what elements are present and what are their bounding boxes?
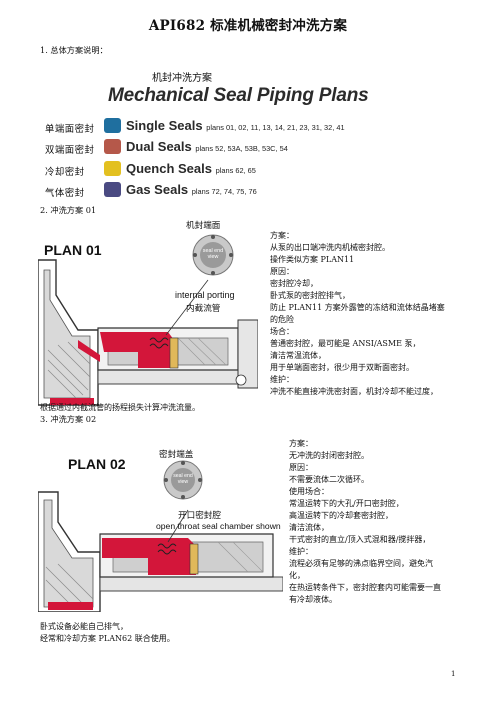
plan02-seal-end-view-badge: seal end view (173, 473, 193, 485)
single-seal-swatch (104, 118, 121, 133)
document-title: API682 标准机械密封冲洗方案 (148, 18, 348, 34)
text-line: 方案： (270, 231, 294, 240)
category-dual-seals: Dual Seals plans 52, 53A, 53B, 53C, 54 (126, 139, 288, 154)
category-cn-quench: 冷却密封 (45, 167, 85, 178)
text-line: 有冷却液体。 (289, 595, 337, 604)
plan01-footer-note: 根据通过内截流管的扬程损失计算冲洗流量。 (40, 403, 200, 412)
plan02-footer-line-2: 经常和冷却方案 PLAN62 联合使用。 (40, 634, 175, 643)
text-line: 方案： (289, 439, 313, 448)
section3-heading: 3. 冲洗方案 02 (40, 414, 97, 424)
category-cn-single: 单端面密封 (45, 124, 95, 135)
category-cn-dual: 双端面密封 (45, 145, 95, 156)
category-quench-seals: Quench Seals plans 62, 65 (126, 161, 256, 176)
plan01-seal-end-view-badge: seal end view (202, 248, 224, 260)
text-line: 高温运转下的冷却套密封腔， (289, 511, 393, 520)
plan01-diagram: PLAN 01 机封端面 seal end view internal port… (37, 220, 259, 415)
category-cn-gas: 气体密封 (45, 188, 85, 199)
text-line: 从泵的出口端冲洗内机械密封腔。 (270, 243, 390, 252)
text-line: 维护： (270, 375, 294, 384)
text-line: 原因： (289, 463, 313, 472)
text-line: 卧式泵的密封腔排气， (270, 291, 350, 300)
text-line: 在热运转条件下，密封腔套内可能需要一直 (289, 583, 441, 592)
banner-english-title: Mechanical Seal Piping Plans (108, 85, 369, 106)
plan01-label: PLAN 01 (44, 242, 102, 258)
section1-heading: 1. 总体方案说明： (40, 45, 108, 55)
quench-seal-swatch (104, 161, 121, 176)
text-line: 防止 PLAN11 方案外露管的冻结和流体结晶堵塞 (270, 303, 445, 312)
banner-chinese-title: 机封冲洗方案 (152, 73, 212, 84)
text-line: 流程必须有足够的沸点临界空间，避免汽 (289, 559, 433, 568)
plan02-callout-gland: 密封端盖 (159, 450, 194, 460)
text-line: 干式密封的直立/顶入式混和器/搅拌器， (289, 535, 431, 544)
plan02-callout-open-throat: open throat seal chamber shown (156, 521, 281, 531)
page-number: 1 (451, 670, 456, 678)
text-line: 使用场合： (289, 487, 329, 496)
text-line: 密封腔冷却， (270, 279, 318, 288)
plan01-callout-internal-porting: internal porting (175, 290, 235, 300)
text-line: 无冲洗的封闭密封腔。 (289, 451, 369, 460)
text-line: 操作类似方案 PLAN11 (270, 255, 355, 264)
plan01-callout-seal-face: 机封端面 (186, 221, 221, 231)
text-line: 原因： (270, 267, 294, 276)
category-gas-seals: Gas Seals plans 72, 74, 75, 76 (126, 182, 257, 197)
plan02-callout-open-throat-cn: 开口密封腔 (178, 511, 221, 521)
plan02-footer-line-1: 卧式设备必能自己排气， (40, 622, 128, 631)
text-line: 维护： (289, 547, 313, 556)
text-line: 普通密封腔，最可能是 ANSI/ASME 泵， (270, 339, 421, 348)
gas-seal-swatch (104, 182, 121, 197)
text-line: 用于单端面密封，很少用于双断面密封。 (270, 363, 414, 372)
text-line: 化， (289, 571, 305, 580)
text-line: 不需要流体二次循环。 (289, 475, 369, 484)
text-line: 的危险 (270, 315, 294, 324)
dual-seal-swatch (104, 139, 121, 154)
text-line: 清洁流体， (289, 523, 329, 532)
text-line: 清洁常温流体， (270, 351, 326, 360)
text-line: 冲洗不能直接冲洗密封面，机封冷却不能过度， (270, 387, 438, 396)
category-single-seals: Single Seals plans 01, 02, 11, 13, 14, 2… (126, 118, 345, 133)
text-line: 常温运转下的大孔/开口密封腔， (289, 499, 404, 508)
plan02-diagram: PLAN 02 密封端盖 seal end view 开口密封腔 open th… (37, 442, 284, 613)
plan01-callout-internal-porting-cn: 内截流管 (186, 304, 221, 314)
plan02-label: PLAN 02 (68, 456, 126, 472)
text-line: 场合： (270, 327, 294, 336)
section2-heading: 2. 冲洗方案 01 (40, 205, 97, 215)
